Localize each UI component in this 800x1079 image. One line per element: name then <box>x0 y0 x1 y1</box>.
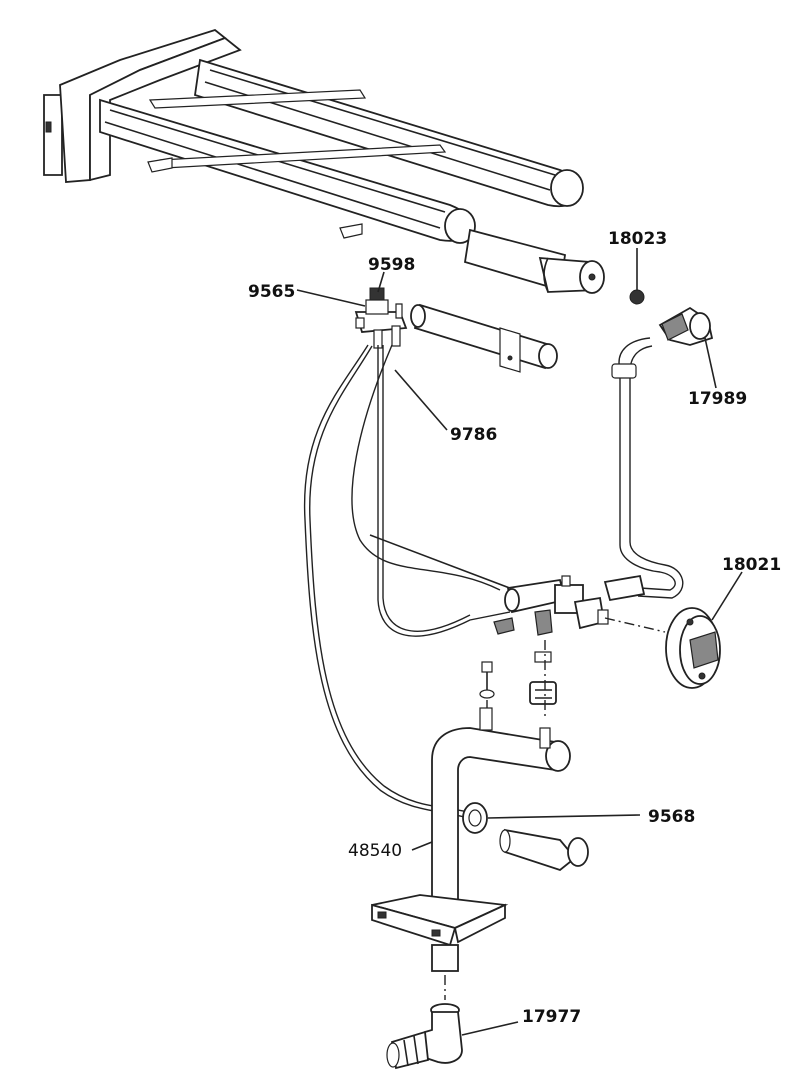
leader-lines <box>296 248 743 1036</box>
label-48540: 48540 <box>348 841 402 861</box>
regulator-18021 <box>665 607 721 689</box>
leader-9568 <box>487 814 641 819</box>
label-18023: 18023 <box>608 229 667 249</box>
gas-valve-group <box>493 575 666 720</box>
label-9568: 9568 <box>648 807 695 827</box>
elbow-17977 <box>386 1003 463 1070</box>
leader-17977 <box>461 1021 519 1036</box>
label-9598: 9598 <box>368 255 415 275</box>
label-18021: 18021 <box>722 555 781 575</box>
burner-assembly <box>43 28 605 294</box>
pilot-assembly <box>354 287 408 349</box>
leader-17989 <box>704 337 717 389</box>
elbow-17989 <box>658 306 714 346</box>
leader-18021 <box>711 571 743 621</box>
leader-9565 <box>296 289 366 307</box>
supply-pipe <box>603 337 684 602</box>
orifice-9568 <box>462 802 589 872</box>
nut-18023 <box>629 289 645 305</box>
part-labels: 18023 9598 9565 17989 9786 18021 9568 48… <box>248 229 781 1027</box>
screw-washer <box>479 661 495 715</box>
label-17989: 17989 <box>688 389 747 409</box>
tubing <box>303 344 516 819</box>
pilot-burner-tube <box>410 303 558 373</box>
leader-9786 <box>394 369 448 431</box>
label-9565: 9565 <box>248 282 295 302</box>
label-17977: 17977 <box>522 1007 581 1027</box>
label-9786: 9786 <box>450 425 497 445</box>
leader-48540 <box>411 841 433 851</box>
manifold-stand-48540 <box>371 707 571 1000</box>
leader-9598 <box>377 271 385 293</box>
